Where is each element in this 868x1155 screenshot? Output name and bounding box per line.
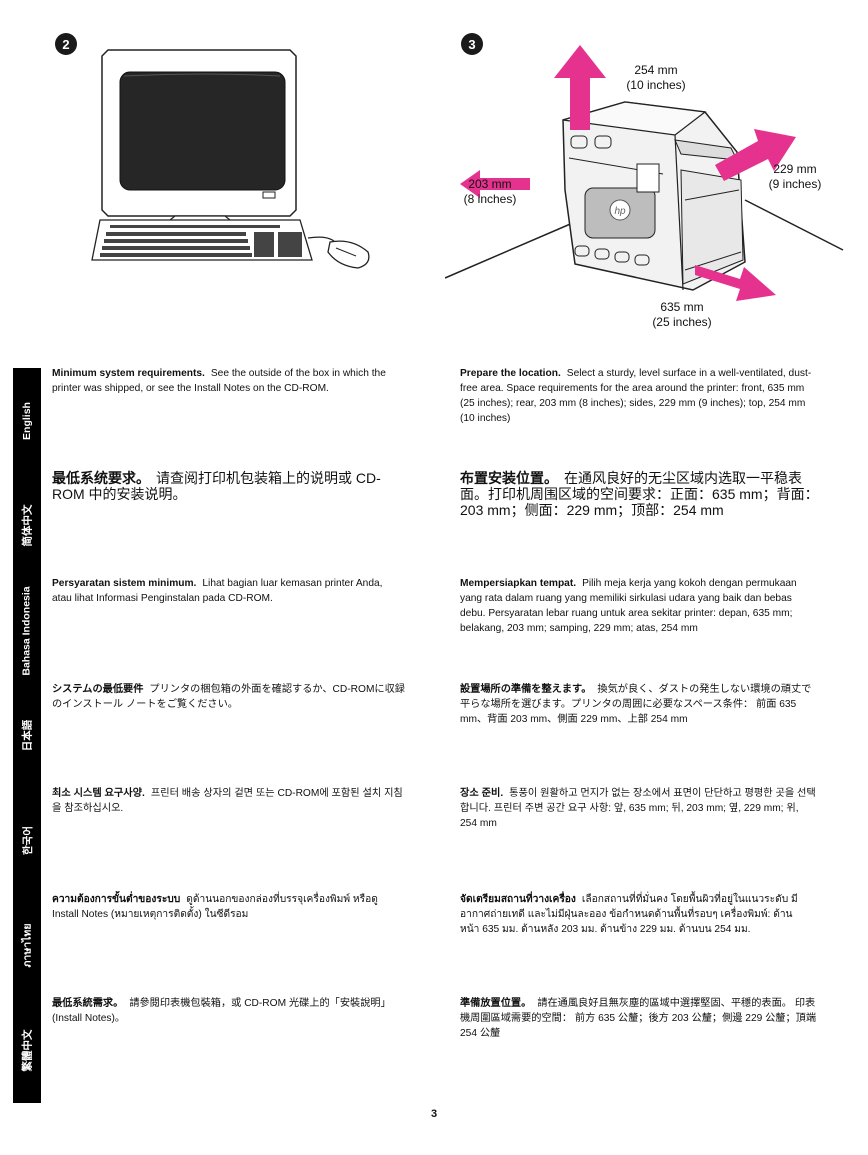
- language-sidebar: English 简体中文 Bahasa Indonesia 日本語 한국어 ภา…: [13, 368, 41, 1103]
- language-label: English: [21, 401, 34, 440]
- instruction-paragraph: 布置安装位置。在通风良好的无尘区域内选取一平稳表面。打印机周围区域的空间要求：正…: [460, 470, 819, 518]
- step-number-badge: 2: [55, 33, 77, 55]
- computer-illustration: [91, 49, 370, 269]
- language-label: Bahasa Indonesia: [21, 585, 33, 676]
- front-clearance-arrow: [695, 265, 776, 301]
- language-label: ภาษาไทย: [21, 923, 34, 968]
- instruction-paragraph: 最低系统要求。请查阅打印机包装箱上的说明或 CD-ROM 中的安装说明。: [52, 470, 381, 502]
- instruction-paragraph: システムの最低要件プリンタの梱包箱の外面を確認するか、CD-ROMに収録のインス…: [52, 684, 405, 710]
- page-number: 3: [430, 1108, 438, 1120]
- language-label: 简体中文: [21, 504, 34, 547]
- instruction-paragraph: ความต้องการขั้นต่ำของระบบดูด้านนอกของกล่…: [52, 894, 378, 920]
- side-clearance-label: 229 mm(9 inches): [768, 162, 822, 191]
- rear-clearance-label: 203 mm(8 inches): [463, 177, 517, 206]
- instruction-paragraph: Persyaratan sistem minimum.Lihat bagian …: [52, 578, 383, 604]
- instruction-paragraph: 設置場所の準備を整えます。換気が良く、ダストの発生しない環境の頑丈で平らな場所を…: [460, 684, 812, 725]
- language-label: 繁體中文: [21, 1029, 34, 1072]
- step-number-badge: 3: [461, 33, 483, 55]
- language-label: 日本語: [21, 719, 34, 752]
- instruction-paragraph: Mempersiapkan tempat.Pilih meja kerja ya…: [460, 578, 797, 634]
- instruction-paragraph: จัดเตรียมสถานที่วางเครื่องเลือกสถานที่ที…: [460, 894, 798, 935]
- top-clearance-label: 254 mm(10 inches): [626, 63, 686, 92]
- side-clearance-arrow: [715, 129, 796, 181]
- rear-clearance-arrow: [460, 170, 530, 198]
- printer-illustration: hp: [445, 101, 844, 291]
- instruction-paragraph: Minimum system requirements.See the outs…: [52, 368, 386, 394]
- instruction-paragraph: 장소 준비.통풍이 원활하고 먼지가 없는 장소에서 표면이 단단하고 평평한 …: [460, 788, 816, 829]
- language-label: 한국어: [21, 826, 34, 855]
- front-clearance-label: 635 mm(25 inches): [652, 300, 712, 329]
- instruction-paragraph: 準備放置位置。請在通風良好且無灰塵的區域中選擇堅固、平穩的表面。 印表機周圍區域…: [460, 998, 817, 1039]
- instruction-paragraph: Prepare the location.Select a sturdy, le…: [460, 368, 812, 424]
- instruction-paragraph: 最低系統需求。請參閱印表機包裝箱，或 CD-ROM 光碟上的「安裝說明」(Ins…: [52, 998, 391, 1024]
- top-clearance-arrow: [554, 45, 606, 130]
- hp-logo: hp: [614, 206, 626, 217]
- instruction-paragraph: 최소 시스템 요구사양.프린터 배송 상자의 겉면 또는 CD-ROM에 포함된…: [52, 788, 403, 814]
